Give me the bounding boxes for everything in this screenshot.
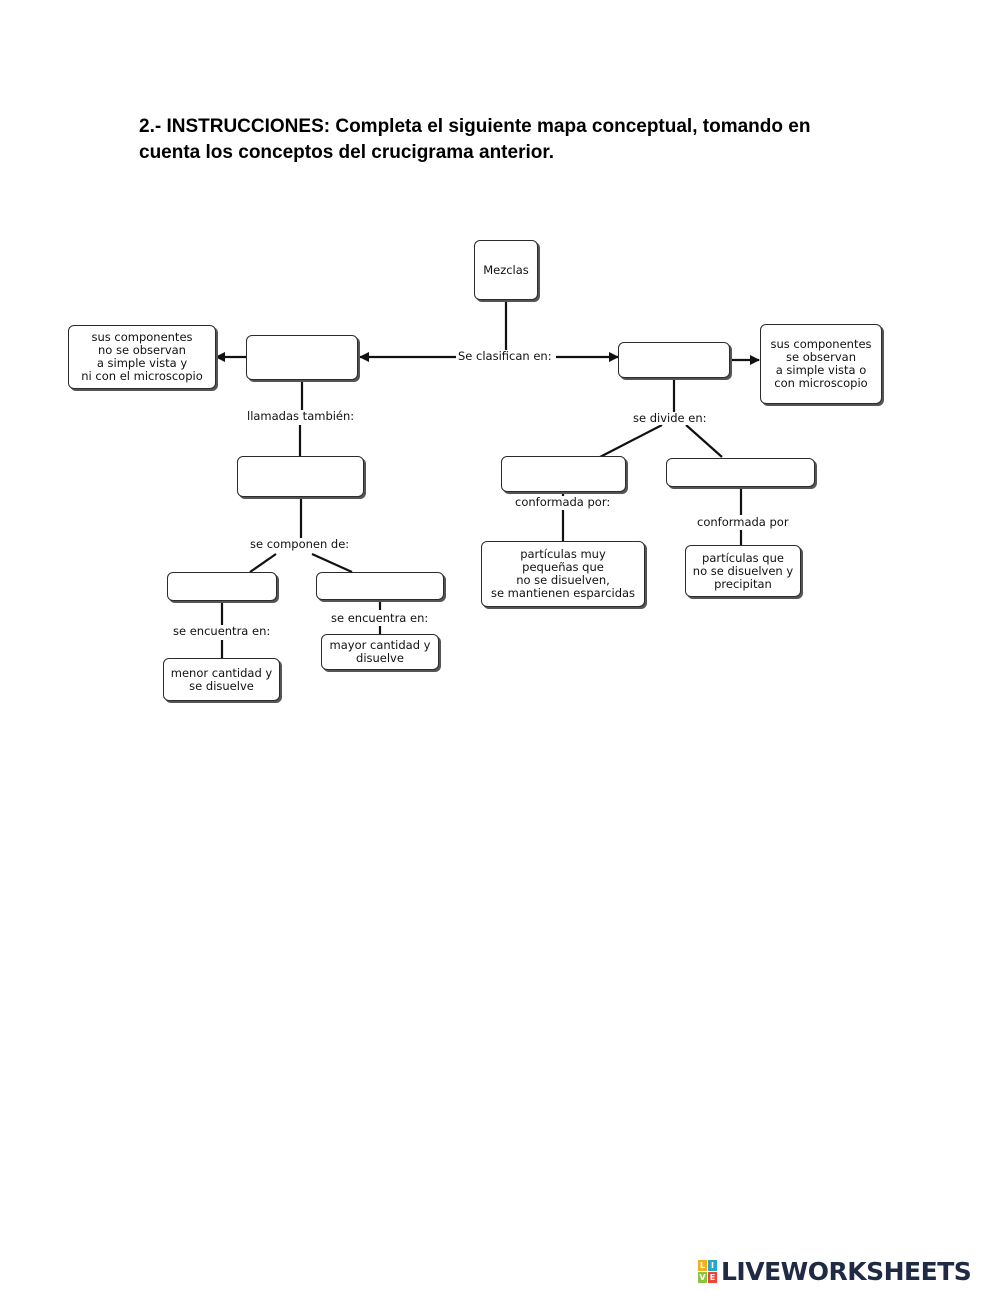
link-label-also-called: llamadas también: — [245, 409, 357, 423]
link-label-found-in-left: se encuentra en: — [171, 624, 273, 638]
instructions-line-2: cuenta los conceptos del crucigrama ante… — [139, 142, 554, 163]
blank-component-left[interactable] — [167, 572, 277, 601]
liveworksheets-logo: L I V E LIVEWORKSHEETS — [698, 1256, 972, 1286]
instructions-line-1: 2.- INSTRUCCIONES: Completa el siguiente… — [139, 116, 811, 137]
description-suspension: partículas que no se disuelven y precipi… — [685, 545, 801, 597]
link-label-composed-of: se componen de: — [248, 537, 352, 551]
link-label-divided-into: se divide en: — [631, 411, 709, 425]
root-concept-label: Mezclas — [483, 262, 529, 277]
instructions: 2.- INSTRUCCIONES: Completa el siguiente… — [139, 114, 859, 166]
blank-division-right[interactable] — [666, 458, 815, 487]
logo-tile-i: I — [708, 1259, 717, 1271]
blank-right-type[interactable] — [618, 342, 730, 378]
logo-tile-v: V — [698, 1271, 707, 1283]
logo-tiles-icon: L I V E — [698, 1259, 717, 1283]
link-label-classified: Se clasifican en: — [456, 349, 554, 363]
blank-left-type[interactable] — [246, 335, 358, 380]
blank-component-right[interactable] — [316, 572, 444, 600]
description-solute: menor cantidad y se disuelve — [163, 658, 280, 701]
description-homogeneous: sus componentes no se observan a simple … — [68, 325, 216, 389]
description-heterogeneous: sus componentes se observan a simple vis… — [760, 324, 882, 404]
blank-solution[interactable] — [237, 456, 364, 497]
description-colloid: partículas muy pequeñas que no se disuel… — [481, 541, 645, 607]
link-label-formed-by-right: conformada por — [695, 515, 791, 529]
description-solvent: mayor cantidad y disuelve — [321, 634, 439, 670]
link-label-formed-by-left: conformada por: — [513, 495, 613, 509]
logo-tile-l: L — [698, 1259, 707, 1271]
blank-division-left[interactable] — [501, 456, 626, 492]
logo-wordmark: LIVEWORKSHEETS — [721, 1256, 972, 1286]
link-label-found-in-right: se encuentra en: — [329, 611, 431, 625]
root-concept-box: Mezclas — [474, 240, 538, 300]
logo-tile-e: E — [708, 1271, 717, 1283]
